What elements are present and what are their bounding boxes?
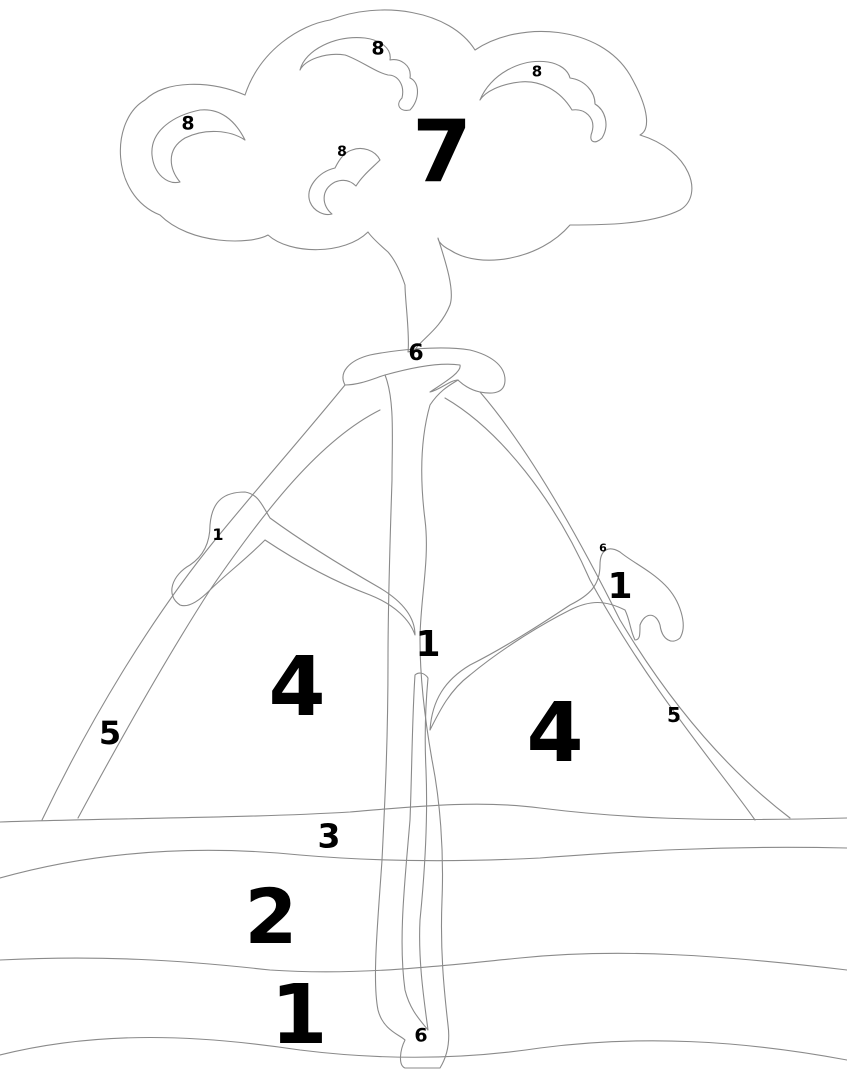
crater: [342, 347, 506, 394]
layer-line-2: [0, 952, 847, 973]
volcano-cone-left: [41, 384, 346, 821]
cloud-curl-left: [151, 109, 246, 184]
left-vent: [171, 491, 416, 636]
central-conduit-inner: [401, 672, 429, 1031]
label-right-vent: 1: [607, 566, 633, 607]
ash-cloud: [119, 9, 693, 353]
volcano-cone-right: [479, 391, 791, 819]
volcano-cone-left-inner: [77, 409, 381, 819]
label-central-vent: 1: [415, 624, 441, 665]
label-left-edge: 5: [98, 714, 122, 752]
right-vent: [429, 548, 684, 731]
label-layer-top: 3: [317, 816, 341, 856]
central-conduit: [374, 374, 459, 1069]
label-right-slope: 4: [526, 686, 584, 781]
volcano-cone-right-inner: [444, 397, 756, 821]
label-right-vent-top: 6: [599, 541, 607, 555]
label-right-edge: 5: [667, 703, 681, 727]
cloud-curl-top: [299, 37, 419, 111]
label-left-vent: 1: [212, 525, 224, 544]
layer-line-1: [0, 846, 847, 879]
cloud-curl-right: [479, 60, 607, 143]
label-cloud-curl-left: 8: [181, 112, 195, 135]
label-cloud-curl-center: 8: [337, 144, 347, 160]
ground-top-line: [0, 803, 847, 823]
label-ash-cloud: 7: [412, 102, 472, 202]
label-layer-bottom: 1: [270, 968, 328, 1063]
ground-bottom-line: [0, 1036, 847, 1061]
label-left-slope: 4: [268, 640, 326, 735]
label-magma-chamber: 6: [414, 1024, 428, 1047]
label-layer-middle: 2: [244, 872, 298, 961]
label-cloud-curl-right: 8: [531, 62, 543, 81]
cloud-curl-center: [308, 147, 381, 216]
label-crater: 6: [408, 341, 424, 366]
label-cloud-curl-top: 8: [371, 37, 385, 60]
